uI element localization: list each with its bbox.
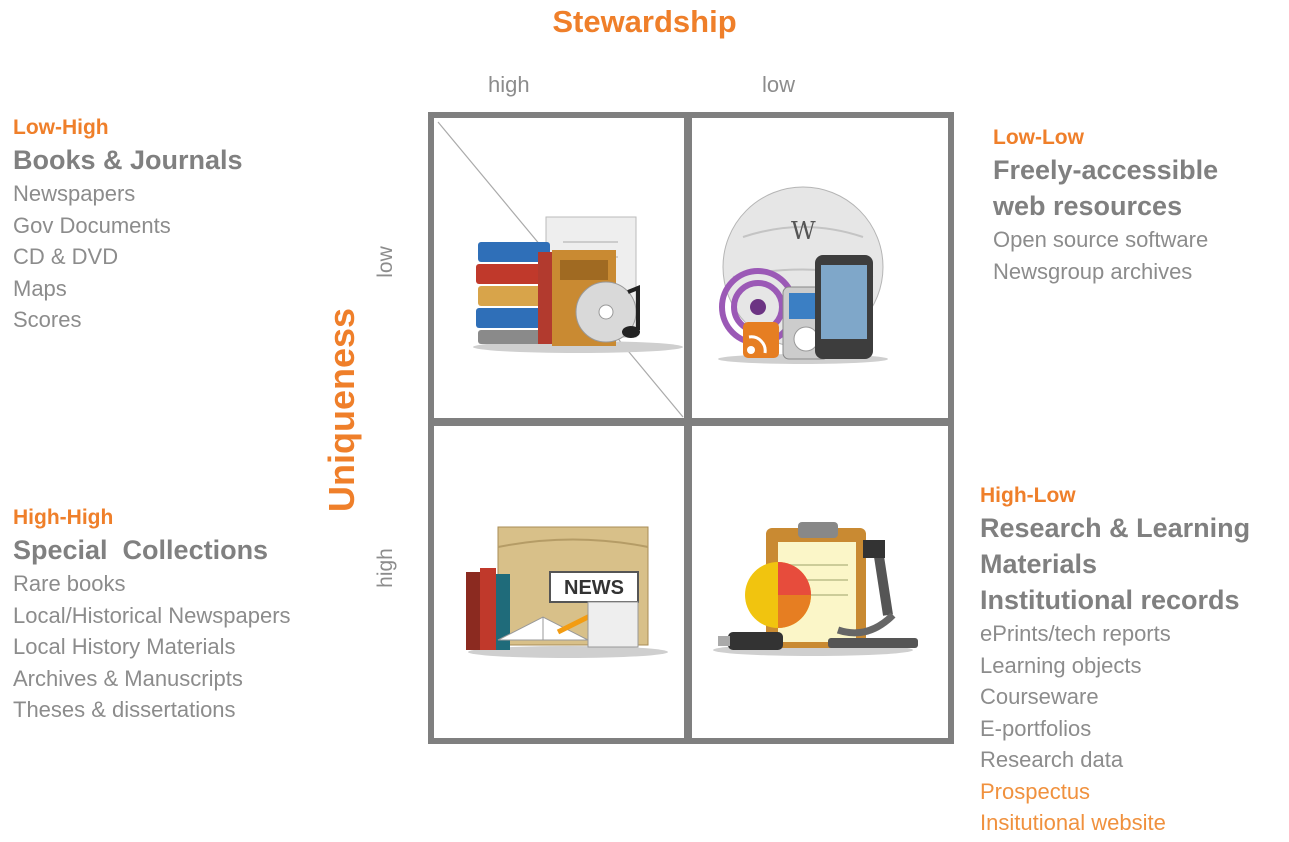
uniqueness-axis-title: Uniqueness <box>321 307 362 513</box>
row-label-high: high <box>374 548 397 588</box>
highlighted-list-item: Prospectus <box>980 778 1091 804</box>
quadrant-label-high-high: High-High <box>13 506 114 529</box>
news-sign-text: NEWS <box>564 577 624 599</box>
list-item: CD & DVD <box>13 244 119 269</box>
highlighted-list-item: Insitutional website <box>980 810 1166 835</box>
list-item: Rare books <box>13 571 126 596</box>
list-item: Maps <box>13 275 67 301</box>
row-label-low: low <box>374 246 397 278</box>
list-item: ePrints/tech reports <box>980 621 1171 646</box>
stewardship-title: Stewardship <box>552 4 737 39</box>
quadrant-high-high-text: High-High Special Collections Rare books… <box>13 506 291 726</box>
quadrant-heading-special-collections: Special Collections <box>13 535 269 565</box>
quadrant-heading-line: Materials <box>980 549 1098 579</box>
quadrant-heading-line: Research & Learning <box>980 513 1251 543</box>
quadrant-matrix: W NEWS <box>428 112 954 744</box>
wikipedia-globe-letter: W <box>791 217 816 245</box>
quadrant-heading-books-journals: Books & Journals <box>13 145 243 175</box>
list-item: Courseware <box>980 684 1099 709</box>
quadrant-high-low-text: High-Low Research & Learning Materials I… <box>980 484 1250 839</box>
quadrant-low-low-text: Low-Low Freely-accessible web resources … <box>993 126 1218 287</box>
quadrant-heading-line: web resources <box>993 191 1183 221</box>
list-item: E-portfolios <box>980 715 1092 741</box>
list-item: Research data <box>980 747 1124 772</box>
list-item: Open source software <box>993 227 1209 252</box>
list-item: Local/Historical Newspapers <box>13 602 291 628</box>
books-and-media-icon <box>473 216 683 353</box>
wikipedia-and-devices-icon: W <box>718 186 888 364</box>
column-label-low: low <box>762 72 796 97</box>
quadrant-label-high-low: High-Low <box>980 484 1076 507</box>
list-item: Theses & dissertations <box>13 697 236 722</box>
list-item: Newsgroup archives <box>993 258 1193 284</box>
column-label-high: high <box>488 72 530 97</box>
research-lab-icon <box>713 522 918 656</box>
list-item: Archives & Manuscripts <box>13 665 243 691</box>
list-item: Newspapers <box>13 181 136 206</box>
news-and-books-icon: NEWS <box>466 526 668 658</box>
list-item: Learning objects <box>980 652 1142 678</box>
list-item: Local History Materials <box>13 634 236 659</box>
quadrant-heading-line: Institutional records <box>980 585 1240 615</box>
list-item: Gov Documents <box>13 212 171 238</box>
quadrant-heading-line: Freely-accessible <box>993 155 1219 185</box>
quadrant-low-high-text: Low-High Books & Journals Newspapers Gov… <box>13 116 243 336</box>
list-item: Scores <box>13 307 82 332</box>
quadrant-label-low-high: Low-High <box>13 116 109 139</box>
quadrant-label-low-low: Low-Low <box>993 126 1084 149</box>
